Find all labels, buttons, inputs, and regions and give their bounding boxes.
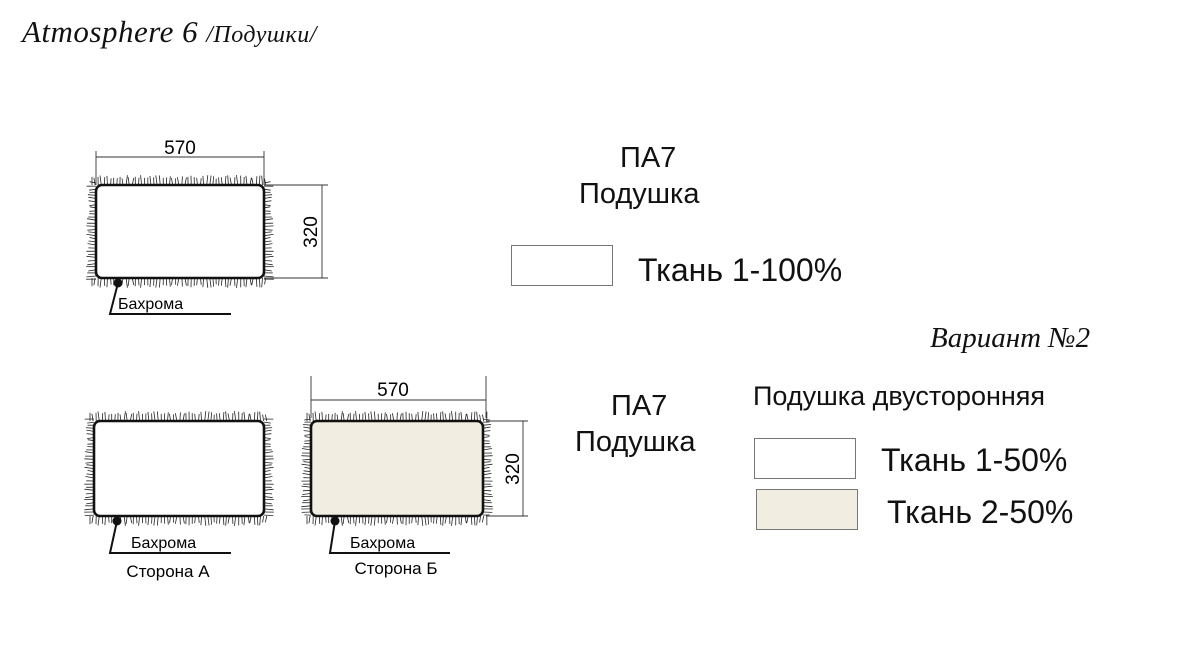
section2-name: Подушка bbox=[575, 426, 696, 458]
pillow1-fringe-label: Бахрома bbox=[118, 296, 183, 313]
pillow1-fringe bbox=[86, 175, 274, 288]
section1-name: Подушка bbox=[579, 178, 700, 210]
pillow1-dimensions bbox=[95, 151, 328, 279]
pillow2-side-b-body bbox=[309, 419, 485, 518]
section1-fabric1-swatch bbox=[511, 245, 613, 286]
title-subtitle: /Подушки/ bbox=[206, 22, 317, 48]
page-title: Atmosphere 6/Подушки/ bbox=[22, 14, 317, 50]
variant-label: Вариант №2 bbox=[930, 322, 1091, 354]
pillow2-width-label: 570 bbox=[377, 380, 409, 401]
pillow1-height-label: 320 bbox=[301, 216, 322, 248]
pillow2-height-label: 320 bbox=[503, 453, 524, 485]
pillow2b-fringe-label: Бахрома bbox=[350, 535, 415, 552]
pillow1-body bbox=[94, 183, 266, 280]
section2-fabric2-swatch bbox=[756, 489, 858, 530]
fringe-leaders bbox=[108, 282, 450, 554]
pillow2a-fringe-label: Бахрома bbox=[131, 535, 196, 552]
section2-description: Подушка двусторонняя bbox=[753, 381, 1046, 411]
section1-fabric1-label: Ткань 1-100% bbox=[638, 252, 843, 288]
section2-fabric2-label: Ткань 2-50% bbox=[887, 494, 1074, 530]
side-b-label: Сторона Б bbox=[355, 559, 438, 578]
pillow2-side-a-body bbox=[92, 419, 266, 518]
section1-code: ПА7 bbox=[620, 142, 677, 174]
section2-code: ПА7 bbox=[611, 390, 668, 422]
fringe-leader-dots bbox=[112, 278, 340, 526]
title-main: Atmosphere 6 bbox=[22, 14, 199, 49]
side-a-label: Сторона А bbox=[126, 562, 210, 581]
section2-fabric1-swatch bbox=[754, 438, 856, 479]
pillow2-dimensions bbox=[310, 376, 528, 517]
pillow1-width-label: 570 bbox=[164, 138, 196, 159]
section2-fabric1-label: Ткань 1-50% bbox=[881, 442, 1068, 478]
